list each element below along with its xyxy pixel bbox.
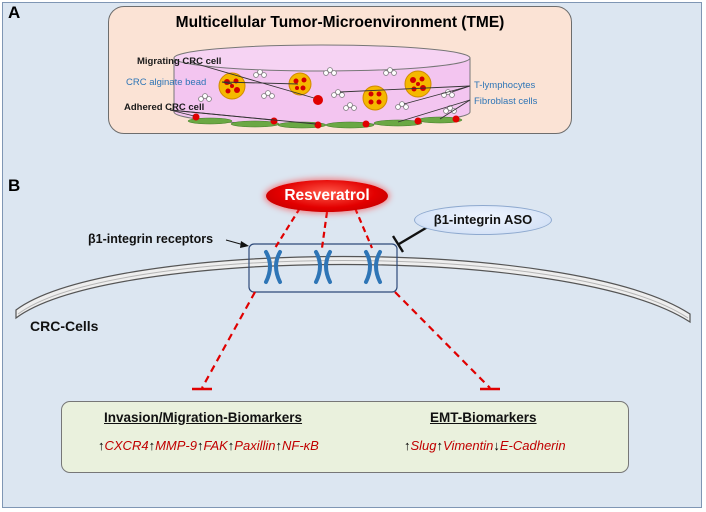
up-arrow-icon: ↑ <box>148 438 156 453</box>
label-crc-alginate-bead: CRC alginate bead <box>126 77 207 88</box>
label-fibroblast-cells: Fibroblast cells <box>474 96 538 107</box>
emt-biomarkers-title: EMT-Biomarkers <box>430 410 537 425</box>
up-arrow-icon: ↑ <box>436 438 444 453</box>
invasion-biomarkers-title: Invasion/Migration-Biomarkers <box>104 410 303 425</box>
cell-membrane <box>15 255 691 324</box>
biomarker-mmp9: MMP-9 <box>155 438 197 453</box>
beta1-integrin-receptors <box>264 250 382 284</box>
tme-title: Multicellular Tumor-Microenvironment (TM… <box>175 14 505 31</box>
biomarker-cxcr4: CXCR4 <box>104 438 149 453</box>
resveratrol-binding-lines <box>274 207 374 249</box>
biomarker-fak: FAK <box>203 438 228 453</box>
label-migrating-crc-cell: Migrating CRC cell <box>137 56 222 67</box>
inhibition-lines-to-biomarkers <box>201 291 491 389</box>
up-arrow-icon: ↑ <box>275 438 282 453</box>
invasion-biomarker-list: ↑CXCR4↑MMP-9↑FAK↑Paxillin↑NF-κB <box>98 438 319 453</box>
label-beta1-integrin-receptors: β1-integrin receptors <box>88 232 214 246</box>
t-lymphocytes <box>198 67 457 114</box>
up-arrow-icon: ↑ <box>227 438 235 453</box>
annotation-pointers <box>169 61 471 125</box>
biomarker-e-cadherin: E-Cadherin <box>499 438 566 453</box>
biomarker-nfkb: NF-κB <box>281 438 319 453</box>
label-adhered-crc-cell: Adhered CRC cell <box>124 102 205 113</box>
biomarker-slug: Slug <box>410 438 437 453</box>
up-arrow-icon: ↑ <box>196 438 204 453</box>
dish-top <box>173 44 471 72</box>
biomarker-paxillin: Paxillin <box>234 438 276 453</box>
up-arrow-icon: ↑ <box>404 438 411 453</box>
label-crc-cells: CRC-Cells <box>30 318 99 334</box>
panel-a-letter: A <box>8 3 21 22</box>
label-t-lymphocytes: T-lymphocytes <box>474 80 536 91</box>
biomarker-vimentin: Vimentin <box>443 438 494 453</box>
panel-b-letter: B <box>8 176 21 195</box>
down-arrow-icon: ↓ <box>493 438 500 453</box>
beta1-integrin-aso-badge: β1-integrin ASO <box>414 205 552 235</box>
crc-cells <box>192 95 460 129</box>
up-arrow-icon: ↑ <box>98 438 105 453</box>
biomarkers-box <box>61 401 629 473</box>
emt-biomarker-list: ↑Slug↑Vimentin↓E-Cadherin <box>404 438 566 453</box>
resveratrol-badge: Resveratrol <box>266 180 388 212</box>
receptors-pointer <box>225 239 249 248</box>
